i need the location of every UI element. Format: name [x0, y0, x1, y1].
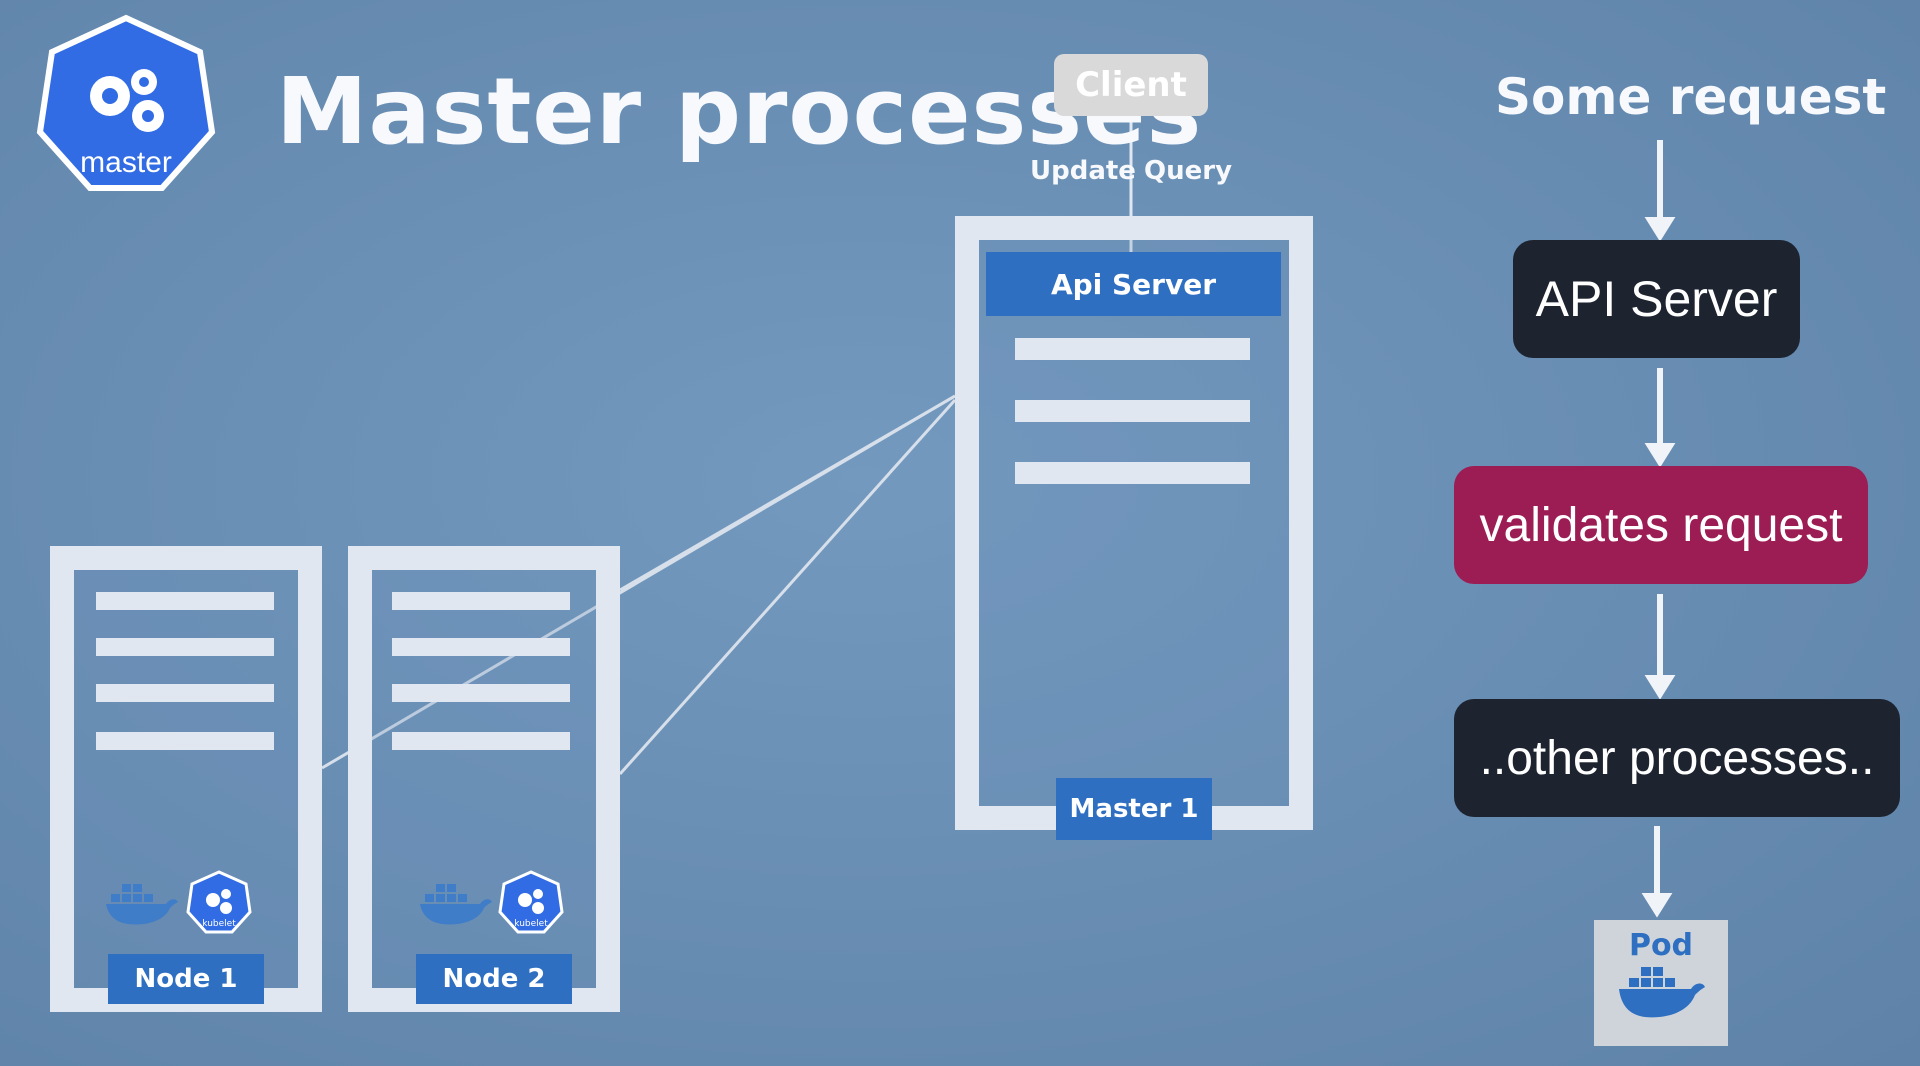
arrow-1-head: [1644, 217, 1676, 242]
kubelet-text: kubelet: [202, 919, 236, 929]
master-logo: master: [36, 12, 216, 192]
node-1-bar-4: [96, 732, 274, 750]
api-server-block: Api Server: [986, 252, 1281, 316]
query-label: Query: [1144, 156, 1233, 186]
master-server: [955, 216, 1313, 830]
master-node2-line-lower: [618, 398, 957, 776]
pod-box: Pod: [1594, 920, 1728, 1046]
node-1-bar-1: [96, 592, 274, 610]
flow-step-other-processes: ..other processes..: [1454, 699, 1900, 817]
node-2-bar-2: [392, 638, 570, 656]
master-name-tag: Master 1: [1056, 778, 1212, 840]
docker-whale-icon: [106, 884, 178, 925]
kubelet-text: kubelet: [514, 919, 548, 929]
flow-step-validates-request: validates request: [1454, 466, 1868, 584]
page-title: Master processes: [276, 58, 1203, 165]
kubelet-icon: kubelet: [498, 870, 564, 934]
arrow-3-head: [1644, 675, 1676, 700]
logo-text: master: [80, 146, 172, 179]
node-2-bar-1: [392, 592, 570, 610]
master-node2-line-upper: [619, 394, 956, 592]
arrow-2-head: [1644, 443, 1676, 468]
master-hexagon-icon: master: [36, 14, 216, 191]
master-bar-1: [1015, 338, 1250, 360]
node-2-server: [348, 546, 620, 1012]
update-label: Update: [1030, 156, 1136, 186]
arrow-4-head: [1641, 893, 1673, 918]
docker-whale-icon: [1619, 967, 1705, 1018]
node-1-bar-2: [96, 638, 274, 656]
client-box: Client: [1054, 54, 1208, 116]
node-1-server: [50, 546, 322, 1012]
node-2-bar-4: [392, 732, 570, 750]
node-1-bar-3: [96, 684, 274, 702]
kubelet-icon: kubelet: [186, 870, 252, 934]
docker-whale-icon: [420, 884, 492, 925]
node-1-name-tag: Node 1: [108, 954, 264, 1004]
master-bar-2: [1015, 400, 1250, 422]
flow-title: Some request: [1495, 68, 1887, 126]
master-bar-3: [1015, 462, 1250, 484]
node-2-name-tag: Node 2: [416, 954, 572, 1004]
pod-label: Pod: [1628, 928, 1694, 963]
node-2-bar-3: [392, 684, 570, 702]
flow-step-api-server: API Server: [1513, 240, 1800, 358]
